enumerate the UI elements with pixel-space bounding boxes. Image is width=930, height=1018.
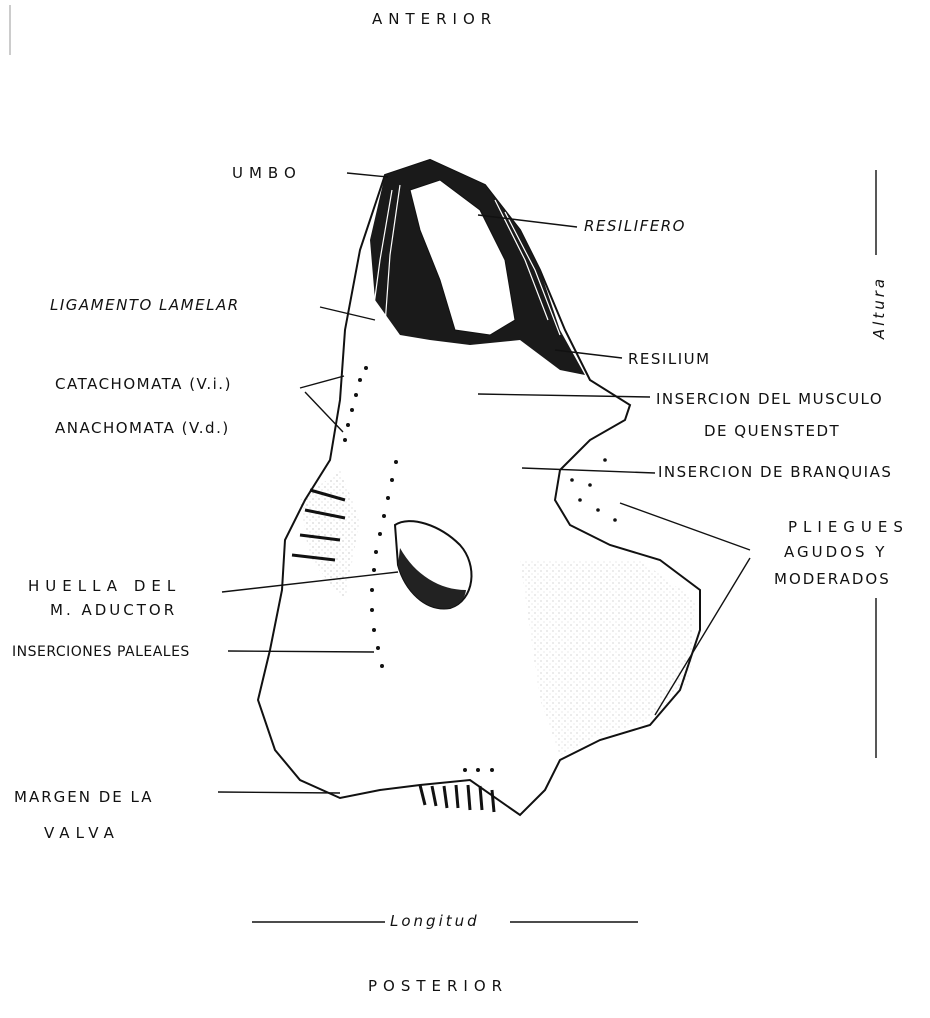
resilifero-label: RESILIFERO: [584, 219, 686, 234]
height-label: Altura: [872, 276, 887, 339]
anachomata-label: ANACHOMATA (V.d.): [55, 421, 230, 436]
anterior-label: ANTERIOR: [372, 12, 497, 27]
catachomata-label: CATACHOMATA (V.i.): [55, 377, 232, 392]
pliegues-label: PLIEGUES: [788, 520, 909, 535]
quenstedt-label: DE QUENSTEDT: [704, 424, 840, 439]
posterior-label: POSTERIOR: [368, 979, 508, 994]
umbo-label: UMBO: [232, 166, 302, 181]
inserciones-paleales-label: INSERCIONES PALEALES: [12, 645, 190, 659]
huella-label: HUELLA DEL: [28, 579, 181, 594]
agudos-y-label: AGUDOS Y: [784, 545, 887, 560]
gill-insertion-dots: [570, 458, 617, 522]
moderados-label: MODERADOS: [774, 572, 891, 587]
ligamento-label: LIGAMENTO LAMELAR: [50, 298, 240, 313]
insercion-musculo-label: INSERCION DEL MUSCULO: [656, 392, 883, 407]
length-label: Longitud: [390, 914, 480, 929]
valva-label: VALVA: [44, 826, 120, 841]
insercion-branquias-label: INSERCION DE BRANQUIAS: [658, 465, 892, 480]
resilium-label: RESILIUM: [628, 352, 711, 367]
aductor-label: M. ADUCTOR: [50, 603, 177, 618]
margen-label: MARGEN DE LA: [14, 790, 153, 805]
